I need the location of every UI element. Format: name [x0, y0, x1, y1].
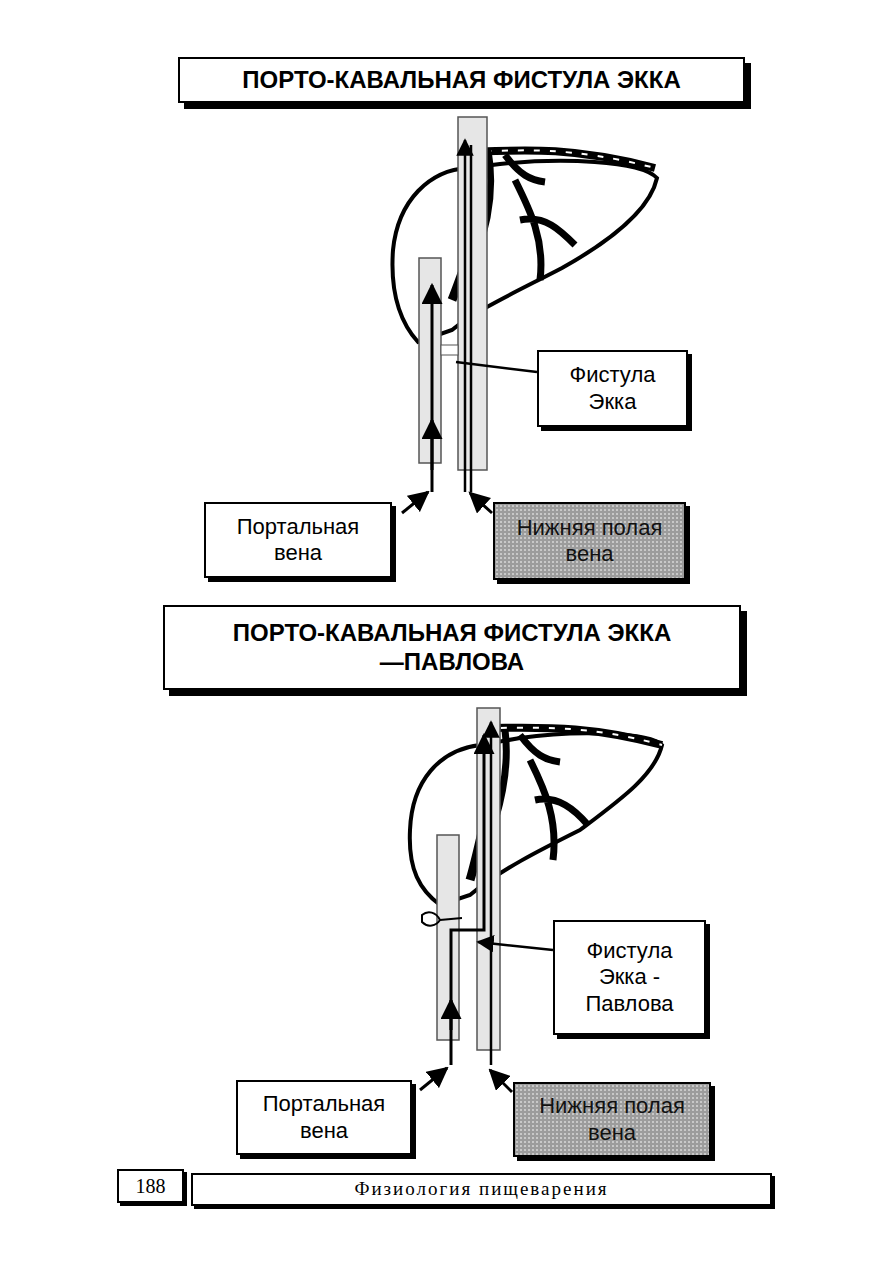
box-text: Портальная вена	[218, 514, 378, 567]
label-box: Портальная вена	[236, 1080, 412, 1155]
label-box: Фистула Экка	[537, 350, 688, 427]
page-number-box: 188	[117, 1169, 184, 1203]
label-box-grey: Нижняя полая вена	[493, 502, 686, 580]
box-text: Физиология пищеварения	[354, 1178, 608, 1201]
label-box: Портальная вена	[204, 502, 392, 578]
box-text: ПОРТО-КАВАЛЬНАЯ ФИСТУЛА ЭККА	[242, 66, 680, 95]
label-box: Фистула Экка - Павлова	[553, 920, 706, 1035]
box-text: Нижняя полая вена	[527, 1093, 697, 1146]
footer-box: Физиология пищеварения	[191, 1173, 772, 1206]
label-box-grey: Нижняя полая вена	[513, 1082, 711, 1157]
box-text: Фистула Экка	[548, 362, 678, 415]
title-box: ПОРТО-КАВАЛЬНАЯ ФИСТУЛА ЭККА—ПАВЛОВА	[163, 605, 741, 690]
box-text: 188	[136, 1174, 166, 1198]
box-text: ПОРТО-КАВАЛЬНАЯ ФИСТУЛА ЭККА—ПАВЛОВА	[232, 619, 672, 677]
box-text: Портальная вена	[244, 1091, 404, 1144]
title-box: ПОРТО-КАВАЛЬНАЯ ФИСТУЛА ЭККА	[178, 57, 745, 103]
box-text: Фистула Экка - Павлова	[580, 938, 680, 1017]
box-text: Нижняя полая вена	[505, 515, 675, 568]
